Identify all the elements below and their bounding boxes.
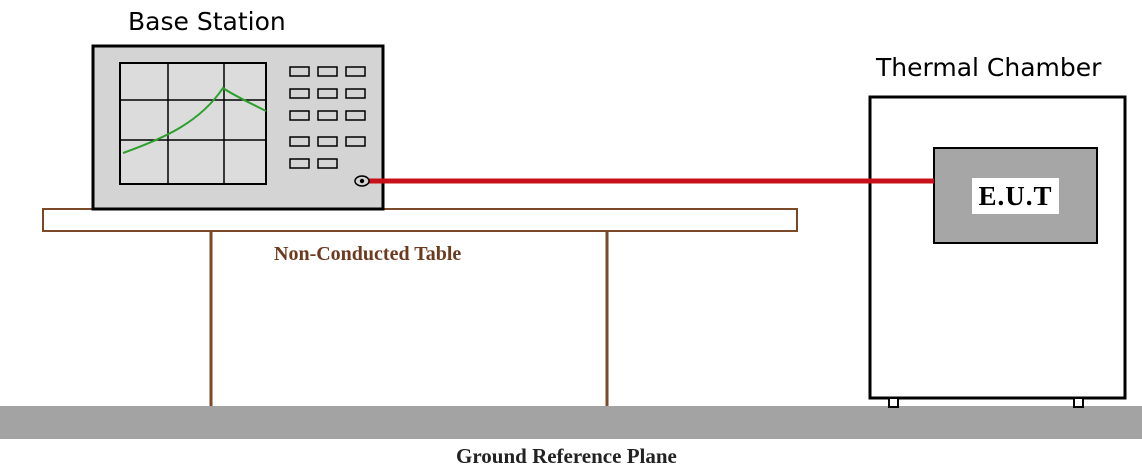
chamber-foot-left [888, 397, 899, 408]
instrument-buttons [289, 66, 366, 169]
ground-plane-label: Ground Reference Plane [456, 444, 677, 468]
instrument-screen [119, 62, 267, 185]
ground-reference-plane [0, 406, 1142, 439]
spectrum-trace [122, 86, 267, 154]
base-station-title: Base Station [128, 7, 286, 36]
eut-box [933, 147, 1098, 244]
chamber-foot-right [1073, 397, 1084, 408]
screen-grid [120, 63, 266, 184]
table-top [42, 208, 798, 232]
spectrum-analyzer-icon [91, 44, 385, 211]
thermal-chamber-title: Thermal Chamber [876, 53, 1102, 82]
rf-port-icon [354, 175, 370, 187]
thermal-chamber [868, 95, 1127, 408]
table-label: Non-Conducted Table [274, 243, 462, 265]
